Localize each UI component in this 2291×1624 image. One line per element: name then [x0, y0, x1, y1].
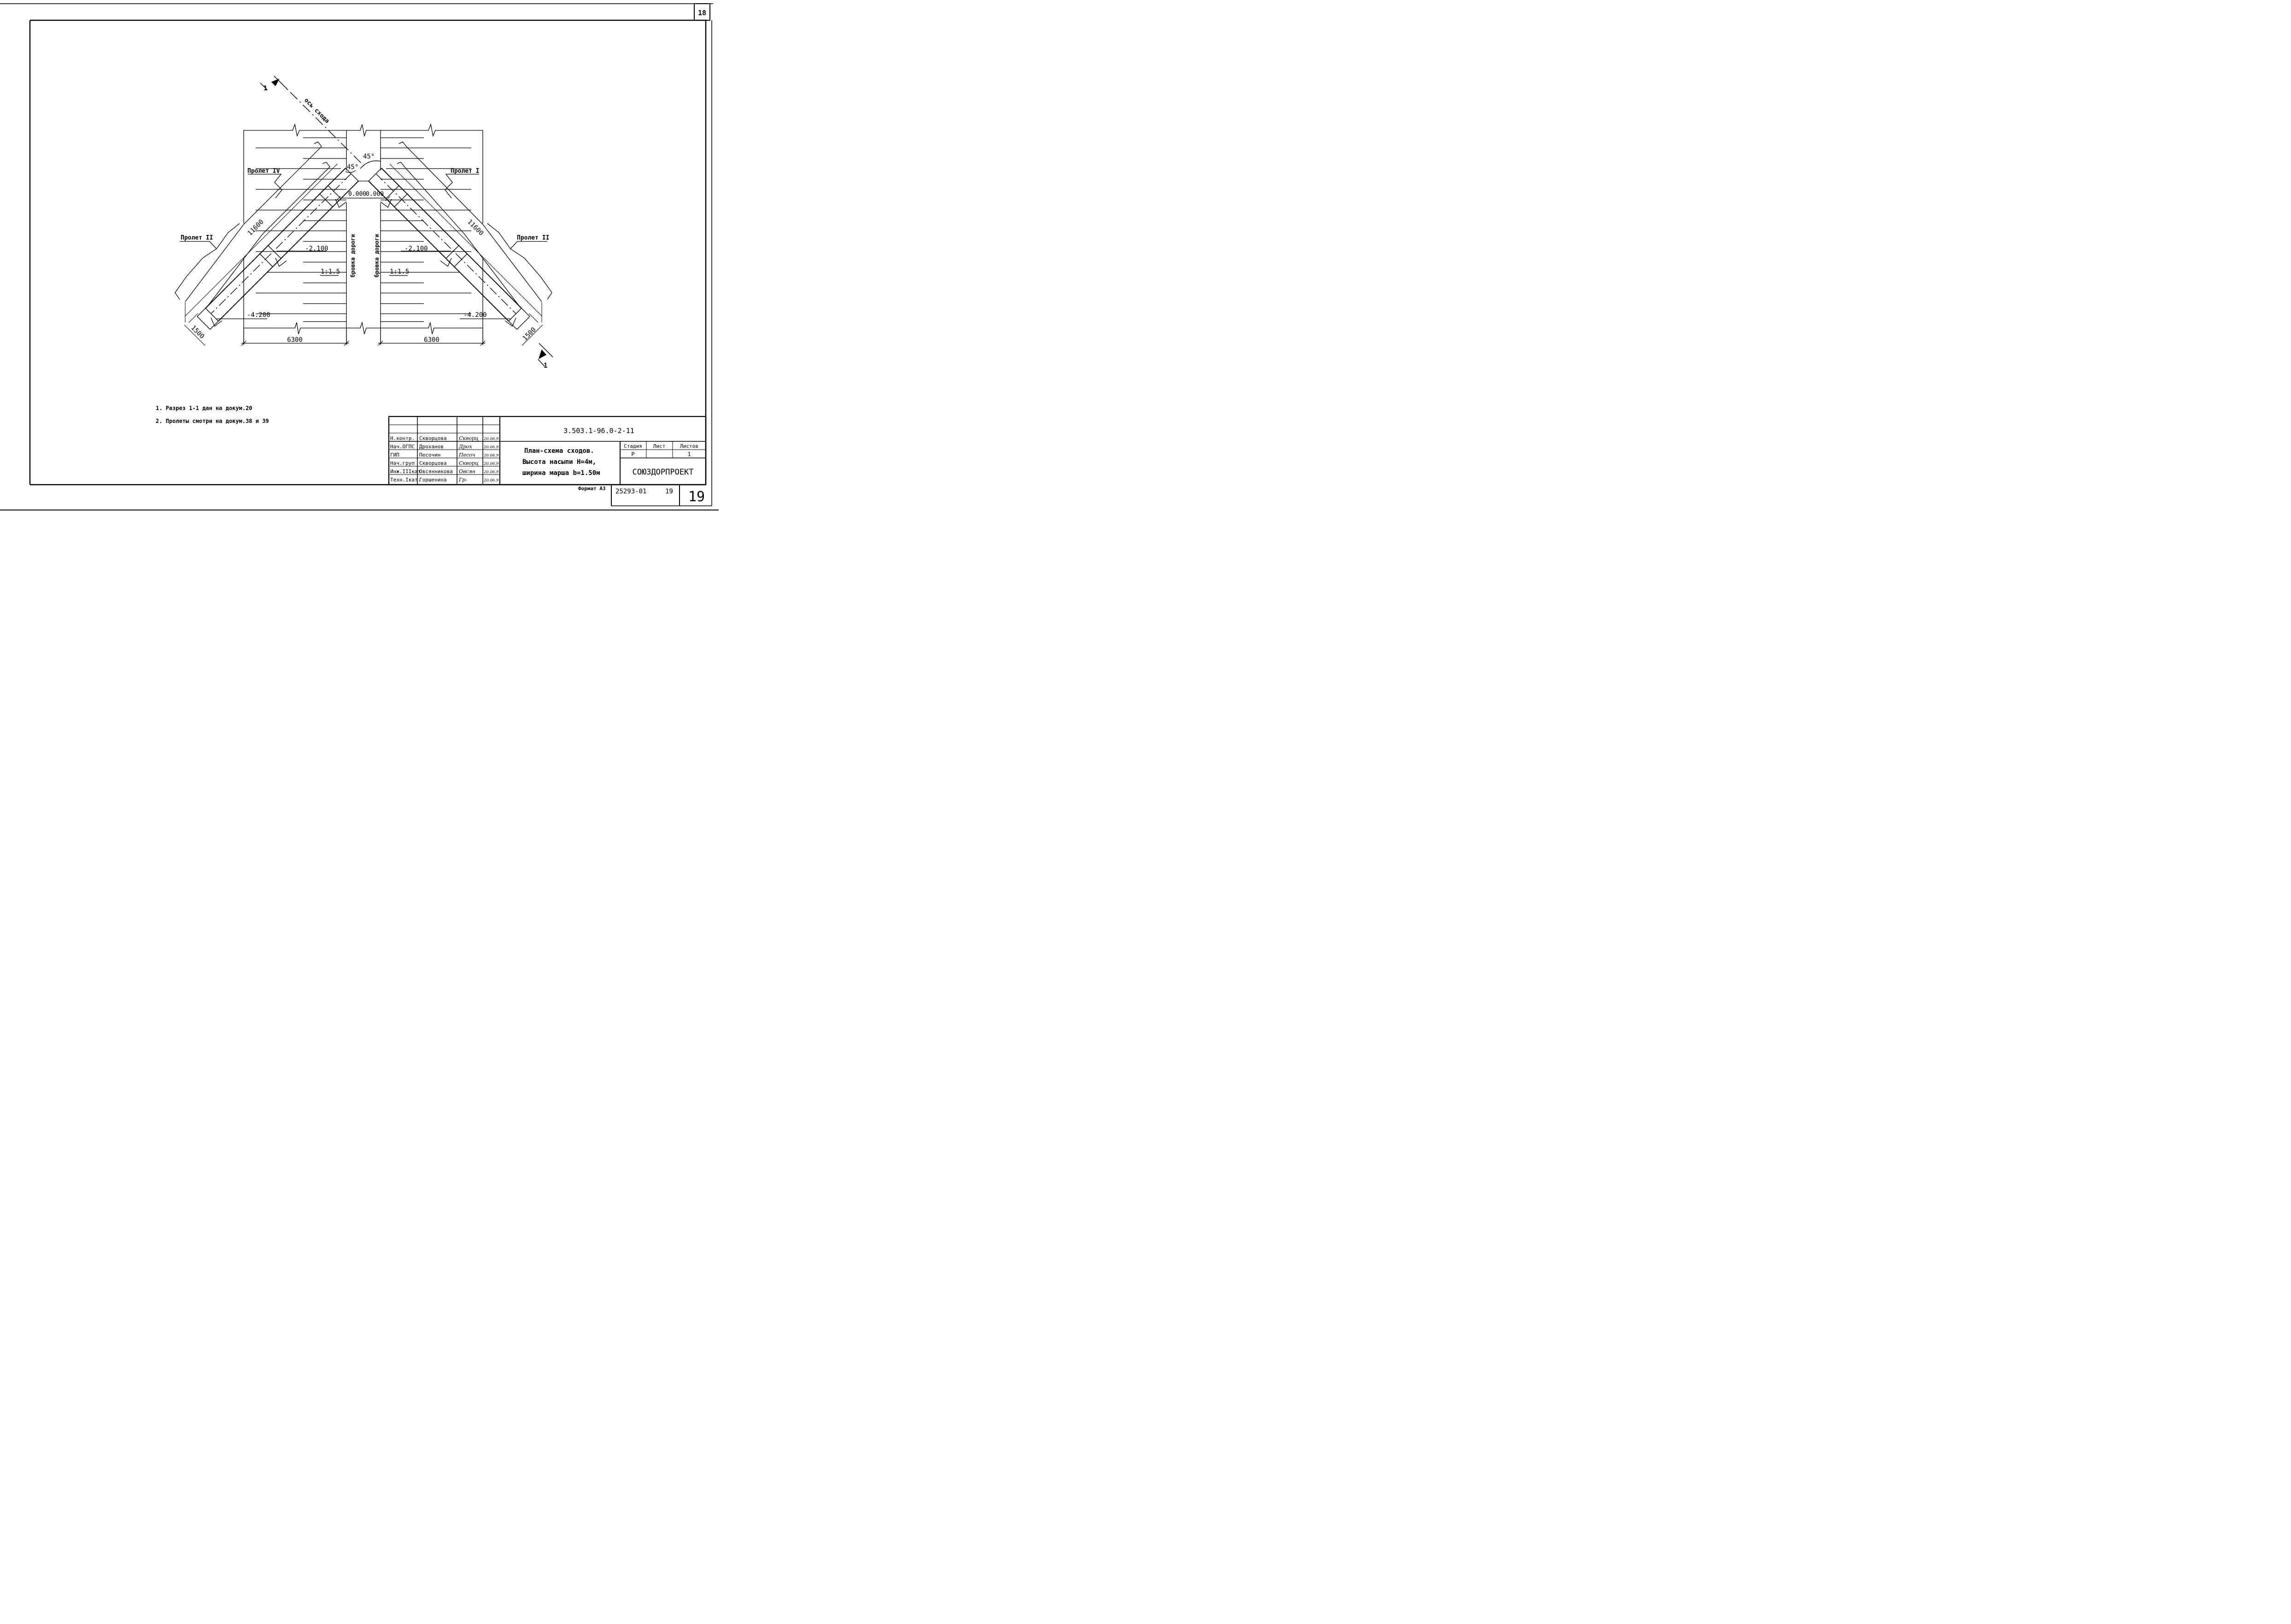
- angle-label-top: 45°: [363, 153, 375, 160]
- sheet-frame: [0, 3, 719, 510]
- elevation-leaders: [217, 196, 510, 319]
- signature-6: Гр-: [458, 477, 467, 483]
- drawing-title-line-1: План-схема сходов.: [524, 447, 594, 455]
- name-4: Скворцова: [419, 460, 447, 466]
- role-4: Нач.груп: [390, 460, 415, 466]
- slope-hatching-left: [256, 137, 346, 322]
- drawing-title-line-2: Высота насыпи Н=4м,: [522, 458, 596, 466]
- signature-3: Песоч: [458, 452, 475, 458]
- role-5: Инж.IIIкат: [390, 469, 421, 475]
- date-5: 20.06.91: [483, 470, 501, 475]
- span-label-top-right: Пролет I: [451, 168, 480, 175]
- signature-4: Скворц: [459, 460, 479, 466]
- elevation-bottom-right: -4.200: [463, 311, 487, 319]
- span-label-right: Пролет II: [517, 235, 549, 241]
- slope-hatching-right: [381, 137, 471, 322]
- page-number: 19: [688, 489, 705, 505]
- stair-right: [368, 141, 543, 346]
- stair-junction: [345, 160, 382, 182]
- elevation-zero-left: 0.000: [348, 191, 366, 198]
- road-edge-label-right: бровка дороги: [374, 234, 380, 277]
- stage-value: Р: [631, 451, 634, 457]
- signature-5: Овсян: [459, 469, 475, 475]
- elevation-mid-right: -2.100: [404, 245, 428, 252]
- role-2: Нач.ОГПС: [390, 444, 415, 450]
- drawing-title-line-3: ширина марша b=1.50м: [522, 469, 600, 477]
- road-edge-label-left: бровка дороги: [350, 234, 356, 277]
- archive-number: 25293-01: [615, 488, 646, 495]
- sheets-value: 1: [687, 451, 691, 457]
- name-3: Песочин: [419, 452, 440, 458]
- signature-1: Скворц: [459, 435, 479, 441]
- span-label-left: Пролет II: [181, 235, 213, 241]
- span-braces: [175, 174, 552, 300]
- sheet-header: Лист: [653, 443, 666, 449]
- title-block-grid: [388, 416, 712, 506]
- note-1: 1. Разрез 1-1 дан на докум.20: [156, 405, 252, 411]
- section-mark-bottom: 1: [544, 362, 547, 369]
- name-1: Скворцова: [419, 435, 447, 441]
- plan-scheme: ось схода 1 1 Пролет IV Пролет I Пролет …: [175, 76, 553, 369]
- archive-sheet: 19: [665, 488, 673, 495]
- role-1: Н.контр.: [390, 435, 415, 441]
- name-5: Овсянникова: [419, 469, 453, 475]
- date-1: 20.06.91: [483, 437, 501, 441]
- role-6: Техн.Iкат.: [390, 477, 421, 483]
- name-2: Дроханов: [419, 444, 444, 450]
- name-6: Горшенина: [419, 477, 447, 483]
- bottom-dimension-left: 6300: [287, 336, 303, 344]
- axis-label: ось схода: [303, 97, 331, 125]
- elevation-mid-left: -2.100: [305, 245, 328, 252]
- date-3: 20.06.91: [483, 453, 501, 458]
- sheets-header: Листов: [680, 443, 698, 449]
- descent-axis: [260, 76, 553, 367]
- section-mark-top: 1: [264, 85, 267, 92]
- bottom-dimensions: [241, 329, 486, 346]
- drawing-sheet: 18: [0, 3, 719, 510]
- organization-name: СОЮЗДОРПРОЕКТ: [632, 468, 693, 477]
- document-code: 3.503.1-96.0-2-11: [563, 427, 634, 435]
- slope-ratio-right: 1:1.5: [390, 268, 409, 276]
- elevation-zero-right: 0.000: [366, 191, 384, 198]
- bottom-dimension-right: 6300: [424, 336, 439, 344]
- date-4: 20.06.91: [483, 462, 501, 466]
- elevation-bottom-left: -4.200: [247, 311, 270, 319]
- notes: 1. Разрез 1-1 дан на докум.20 2. Пролеты…: [156, 405, 269, 424]
- angle-label-left: 45°: [347, 164, 358, 171]
- span-label-top-left: Пролет IV: [247, 168, 280, 175]
- stage-header: Стадия: [624, 443, 642, 449]
- width-dimension-right: 1500: [521, 326, 538, 342]
- date-2: 20.06.91: [483, 445, 501, 450]
- date-6: 20.06.91: [483, 478, 501, 483]
- corner-sheet-number: 18: [698, 9, 706, 17]
- role-3: ГИП: [390, 452, 399, 458]
- slope-ratio-left: 1:1.5: [321, 268, 340, 276]
- length-dimension-right: 11600: [466, 218, 485, 237]
- signature-2: Дрох: [458, 444, 473, 450]
- note-2: 2. Пролеты смотри на докум.38 и 39: [156, 418, 269, 424]
- title-block: 3.503.1-96.0-2-11 Н.контр. Скворцова Скв…: [388, 416, 712, 506]
- format-label: Формат А3: [578, 486, 606, 492]
